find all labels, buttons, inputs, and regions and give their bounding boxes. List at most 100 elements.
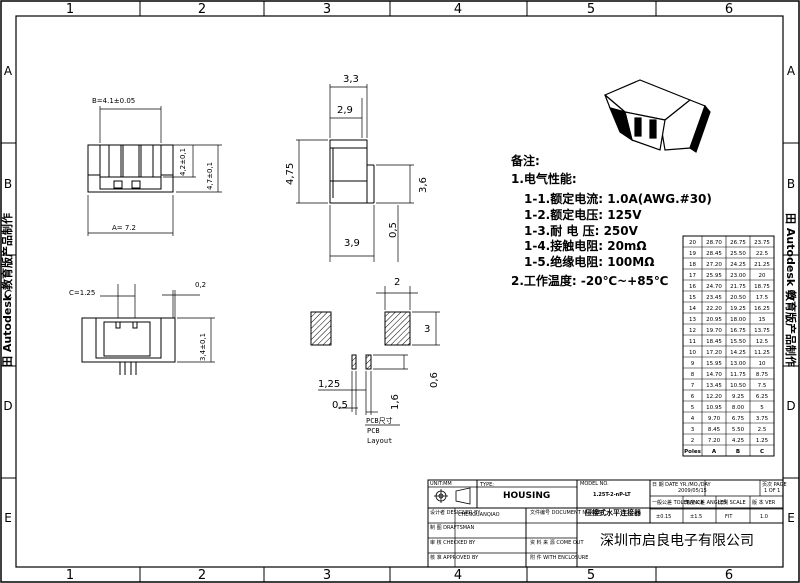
draftsman-label: 制 图 DRAFTSMAN xyxy=(430,524,474,531)
dimension-table-cell: 2.5 xyxy=(758,427,767,433)
notes-line-7: 2.工作温度: -20℃~+85℃ xyxy=(511,273,668,288)
dimension-table-header-cell: A xyxy=(712,449,717,455)
col-label-1: 1 xyxy=(66,2,74,17)
unit-label: UNIT:MM xyxy=(430,481,452,487)
dimension-table-cell: 16.25 xyxy=(754,306,770,312)
row-label-e-right: E xyxy=(787,511,795,525)
dim-0-2: 0,2 xyxy=(195,281,206,289)
dimension-table-cell: 11 xyxy=(689,339,696,345)
notes-line-6: 1-5.绝缘电阻: 100MΩ xyxy=(524,254,654,269)
pcb-label-en1: PCB xyxy=(367,427,380,435)
dimension-table-cell: 12 xyxy=(689,328,696,334)
dimension-table-cell: 27.20 xyxy=(706,262,722,268)
col-label-4: 4 xyxy=(454,2,462,17)
dimension-table-cell: 13.00 xyxy=(730,361,746,367)
dimension-table-cell: 19 xyxy=(689,251,696,257)
dimension-table-cell: 10.95 xyxy=(706,405,722,411)
dimension-table-cell: 8.75 xyxy=(756,372,769,378)
dim-2-9: 2,9 xyxy=(337,105,353,116)
col-label-2: 2 xyxy=(198,2,206,17)
notes-heading: 备注: xyxy=(510,153,540,168)
side-text-right: 田 Autodesk 教育版产品制作 xyxy=(784,213,798,367)
dimension-table-cell: 10 xyxy=(689,350,696,356)
dimension-table-cell: 24.25 xyxy=(730,262,746,268)
dimension-table-cell: 9.25 xyxy=(732,394,745,400)
dim-3-4: 3,4±0,1 xyxy=(199,333,207,361)
b-dimension: B=4.1±0.05 xyxy=(92,97,135,105)
dimension-table-cell: 19.25 xyxy=(730,306,746,312)
dimension-table-cell: 8.45 xyxy=(708,427,721,433)
notes-line-3: 1-2.额定电压: 125V xyxy=(524,207,642,222)
pcb-dim-1-25: 1,25 xyxy=(318,379,340,390)
dimension-table-cell: 3.75 xyxy=(756,416,769,422)
dimension-table-cell: 5 xyxy=(760,405,764,411)
dimension-table-cell: 18.00 xyxy=(730,317,746,323)
dimension-table-cell: 20.95 xyxy=(706,317,722,323)
dim-3-9: 3,9 xyxy=(344,238,360,249)
title-block xyxy=(427,479,784,568)
dimension-table-cell: 6 xyxy=(691,394,695,400)
dimension-table-cell: 4.25 xyxy=(732,438,745,444)
notes-line-5: 1-4.接触电阻: 20mΩ xyxy=(524,238,647,253)
col-label-4-bottom: 4 xyxy=(454,568,462,583)
checked-label: 审 核 CHECKED BY xyxy=(430,539,476,546)
dimension-table-cell: 22.5 xyxy=(756,251,769,257)
dim-4-7: 4,7±0,1 xyxy=(206,162,214,190)
dimension-table-cell: 23.45 xyxy=(706,295,722,301)
pcb-dim-0-5: 0,5 xyxy=(332,400,348,411)
dimension-table-cell: 11.75 xyxy=(730,372,746,378)
dimension-table-cell: 25.95 xyxy=(706,273,722,279)
dim-3-6: 3,6 xyxy=(418,177,429,193)
angle-label: 角度公差 ANGLES xyxy=(685,499,727,506)
come-label: 资 料 来 源 COME OUT xyxy=(530,539,584,546)
dimension-table-cell: 20 xyxy=(759,273,766,279)
dimension-table-cell: 23.75 xyxy=(754,240,770,246)
dimension-table-cell: 24.70 xyxy=(706,284,722,290)
designer-label: 设计者 DESIGNER BY xyxy=(430,509,481,516)
dim-4-75: 4,75 xyxy=(285,163,296,185)
dimension-table-cell: 14 xyxy=(689,306,696,312)
ver-label: 版 本 VER xyxy=(752,499,776,506)
page-label: 页次 PAGE xyxy=(762,481,787,488)
col-label-1-bottom: 1 xyxy=(66,568,74,583)
pcb-dim-1-6: 1,6 xyxy=(390,394,401,410)
dimension-table-cell: 17.20 xyxy=(706,350,722,356)
inner-frame xyxy=(15,15,784,568)
dimension-table-cell: 1.25 xyxy=(756,438,769,444)
dimension-table-cell: 17 xyxy=(689,273,696,279)
row-label-c-right: C xyxy=(787,288,795,302)
dimension-table-cell: 6.25 xyxy=(756,394,769,400)
dimension-table-cell: 15 xyxy=(689,295,696,301)
pcb-label-en2: Layout xyxy=(367,437,392,445)
notes-line-2: 1-1.额定电流: 1.0A(AWG.#30) xyxy=(524,191,712,206)
row-label-c: C xyxy=(4,288,12,302)
dimension-table-header-cell: Poles xyxy=(684,449,701,455)
dimension-table-cell: 14.70 xyxy=(706,372,722,378)
col-label-5: 5 xyxy=(587,2,595,17)
tol-value: ±0.15 xyxy=(656,514,671,520)
scale-value: FIT xyxy=(725,514,733,520)
row-label-a: A xyxy=(4,64,13,78)
pcb-layout xyxy=(310,286,440,415)
dim-4-2: 4,2±0,1 xyxy=(179,148,187,176)
dimension-table-cell: 28.70 xyxy=(706,240,722,246)
dimension-table-cell: 28.45 xyxy=(706,251,722,257)
col-label-2-bottom: 2 xyxy=(198,568,206,583)
tol-label: 一般公差 TOLERANCE xyxy=(652,499,704,506)
dimension-table-cell: 2 xyxy=(691,438,695,444)
pcb-dim-2: 2 xyxy=(394,277,400,288)
dimension-table-cell: 25.50 xyxy=(730,251,746,257)
dimension-table-cell: 14.25 xyxy=(730,350,746,356)
dimension-table-cell: 4 xyxy=(691,416,695,422)
dimension-table-cell: 9.70 xyxy=(708,416,721,422)
projection-symbol-icon xyxy=(434,487,471,505)
a-dimension: A= 7.2 xyxy=(112,224,136,232)
dimension-table-cell: 19.70 xyxy=(706,328,722,334)
dimension-table-cell: 11.25 xyxy=(754,350,770,356)
dimension-table-cell: 20 xyxy=(689,240,696,246)
dimension-table-cell: 15.50 xyxy=(730,339,746,345)
dimension-table-cell: 18.45 xyxy=(706,339,722,345)
dimension-table-cell: 7 xyxy=(691,383,695,389)
